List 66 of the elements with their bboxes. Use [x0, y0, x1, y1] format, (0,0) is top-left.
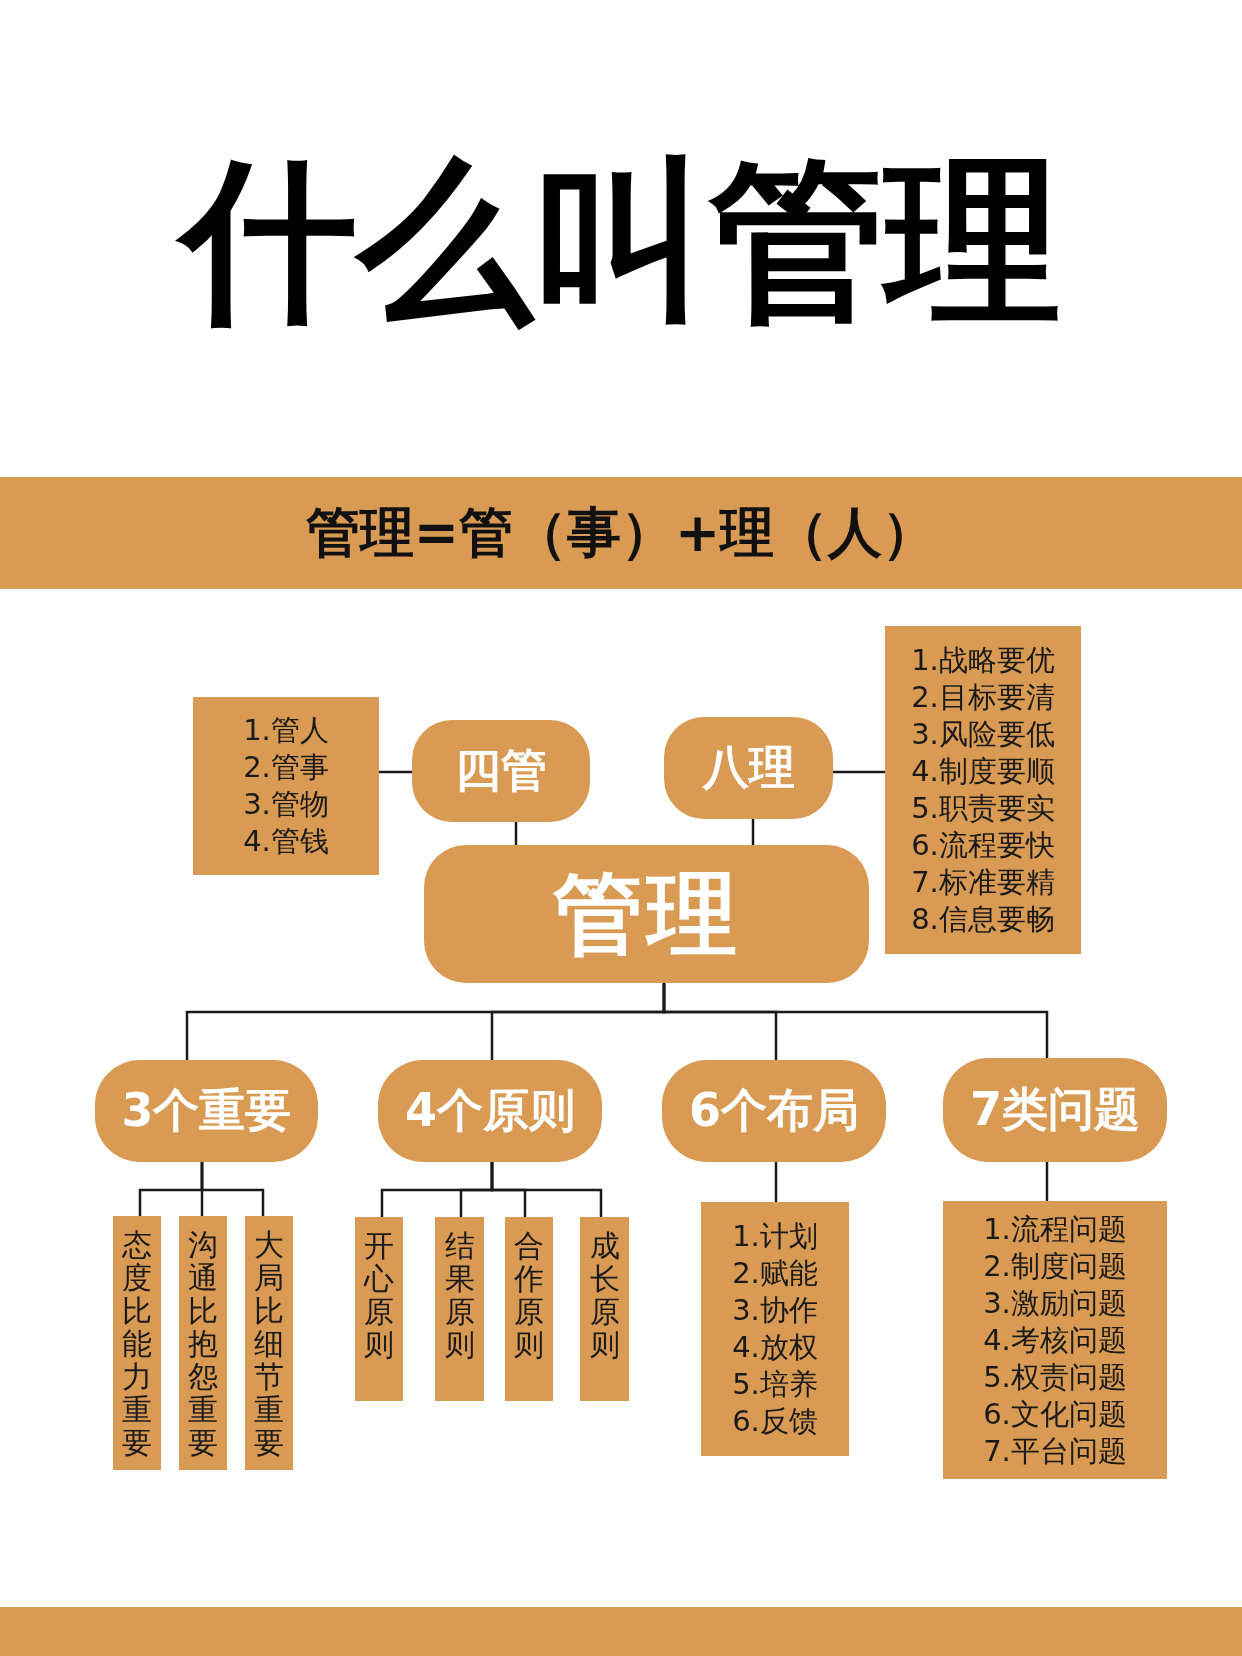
node-label: 3个重要: [121, 1083, 292, 1139]
list-item: 4.管钱: [243, 823, 329, 860]
list-item: 5.权责问题: [983, 1358, 1127, 1396]
vertical-label-box: [113, 1216, 161, 1470]
list-box: [885, 626, 1081, 954]
vertical-label: 态度比能力重要: [122, 1228, 152, 1459]
vertical-label-box: [245, 1216, 293, 1470]
list-box: [701, 1202, 849, 1456]
list-item: 7.平台问题: [983, 1432, 1127, 1470]
connector-line: [1045, 1162, 1049, 1201]
list-item: 5.职责要实: [911, 790, 1055, 827]
list-item: 4.制度要顺: [911, 753, 1055, 790]
list-item: 1.战略要优: [911, 642, 1055, 679]
connector-line: [514, 822, 518, 845]
vertical-label-box: [355, 1217, 403, 1401]
list-item: 4.放权: [732, 1329, 818, 1366]
list-item: 1.流程问题: [983, 1210, 1127, 1248]
vertical-label: 合作原则: [514, 1229, 544, 1361]
list-item: 5.培养: [732, 1366, 818, 1403]
title: 什么叫管理: [165, 128, 1077, 356]
band-heading: 管理=管（事）+理（人）: [305, 500, 937, 566]
list-item: 1.计划: [732, 1218, 818, 1255]
vertical-label: 开心原则: [364, 1229, 394, 1361]
list-item: 3.管物: [243, 786, 329, 823]
list-box: [943, 1201, 1167, 1479]
vertical-label-box: [505, 1217, 553, 1401]
connector-line: [774, 1162, 778, 1202]
list-item: 6.文化问题: [983, 1395, 1127, 1433]
list-item: 1.管人: [243, 712, 329, 749]
node-label: 4个原则: [405, 1083, 575, 1139]
list-item: 6.流程要快: [911, 827, 1055, 864]
list-item: 3.协作: [732, 1292, 818, 1329]
connector-line: [662, 983, 1049, 1058]
list-item: 2.制度问题: [983, 1247, 1127, 1285]
core-pill: [424, 845, 869, 983]
connector-line: [751, 819, 755, 845]
connector-line: [490, 1162, 603, 1217]
list-item: 2.赋能: [732, 1255, 818, 1292]
vertical-label: 结果原则: [444, 1229, 475, 1361]
list-item: 7.标准要精: [911, 864, 1055, 901]
list-item: 4.考核问题: [983, 1321, 1127, 1359]
node-label: 管理: [552, 860, 741, 968]
list-item: 3.激励问题: [983, 1284, 1127, 1322]
connector-line: [200, 1162, 265, 1216]
vertical-label: 成长原则: [589, 1229, 620, 1361]
node-label: 7类问题: [970, 1082, 1140, 1138]
topic-pill: [412, 720, 590, 822]
node-label: 四管: [455, 743, 547, 799]
vertical-label-box: [179, 1216, 227, 1470]
vertical-label-box: [435, 1217, 484, 1401]
list-item: 2.目标要清: [911, 679, 1055, 716]
node-label: 八理: [702, 740, 795, 796]
node-label: 6个布局: [689, 1083, 859, 1139]
connector-line: [379, 770, 412, 774]
topic-pill: [943, 1058, 1167, 1162]
list-box: [193, 697, 379, 875]
title-band: [0, 477, 1242, 589]
list-item: 8.信息要畅: [911, 901, 1055, 938]
connector-line: [833, 770, 885, 774]
list-item: 3.风险要低: [911, 716, 1055, 753]
list-item: 6.反馈: [732, 1403, 818, 1440]
vertical-label: 沟通比抱怨重要: [188, 1228, 218, 1459]
vertical-label-box: [580, 1217, 629, 1401]
list-item: 2.管事: [243, 749, 329, 786]
topic-pill: [664, 717, 833, 819]
vertical-label: 大局比细节重要: [254, 1228, 284, 1459]
